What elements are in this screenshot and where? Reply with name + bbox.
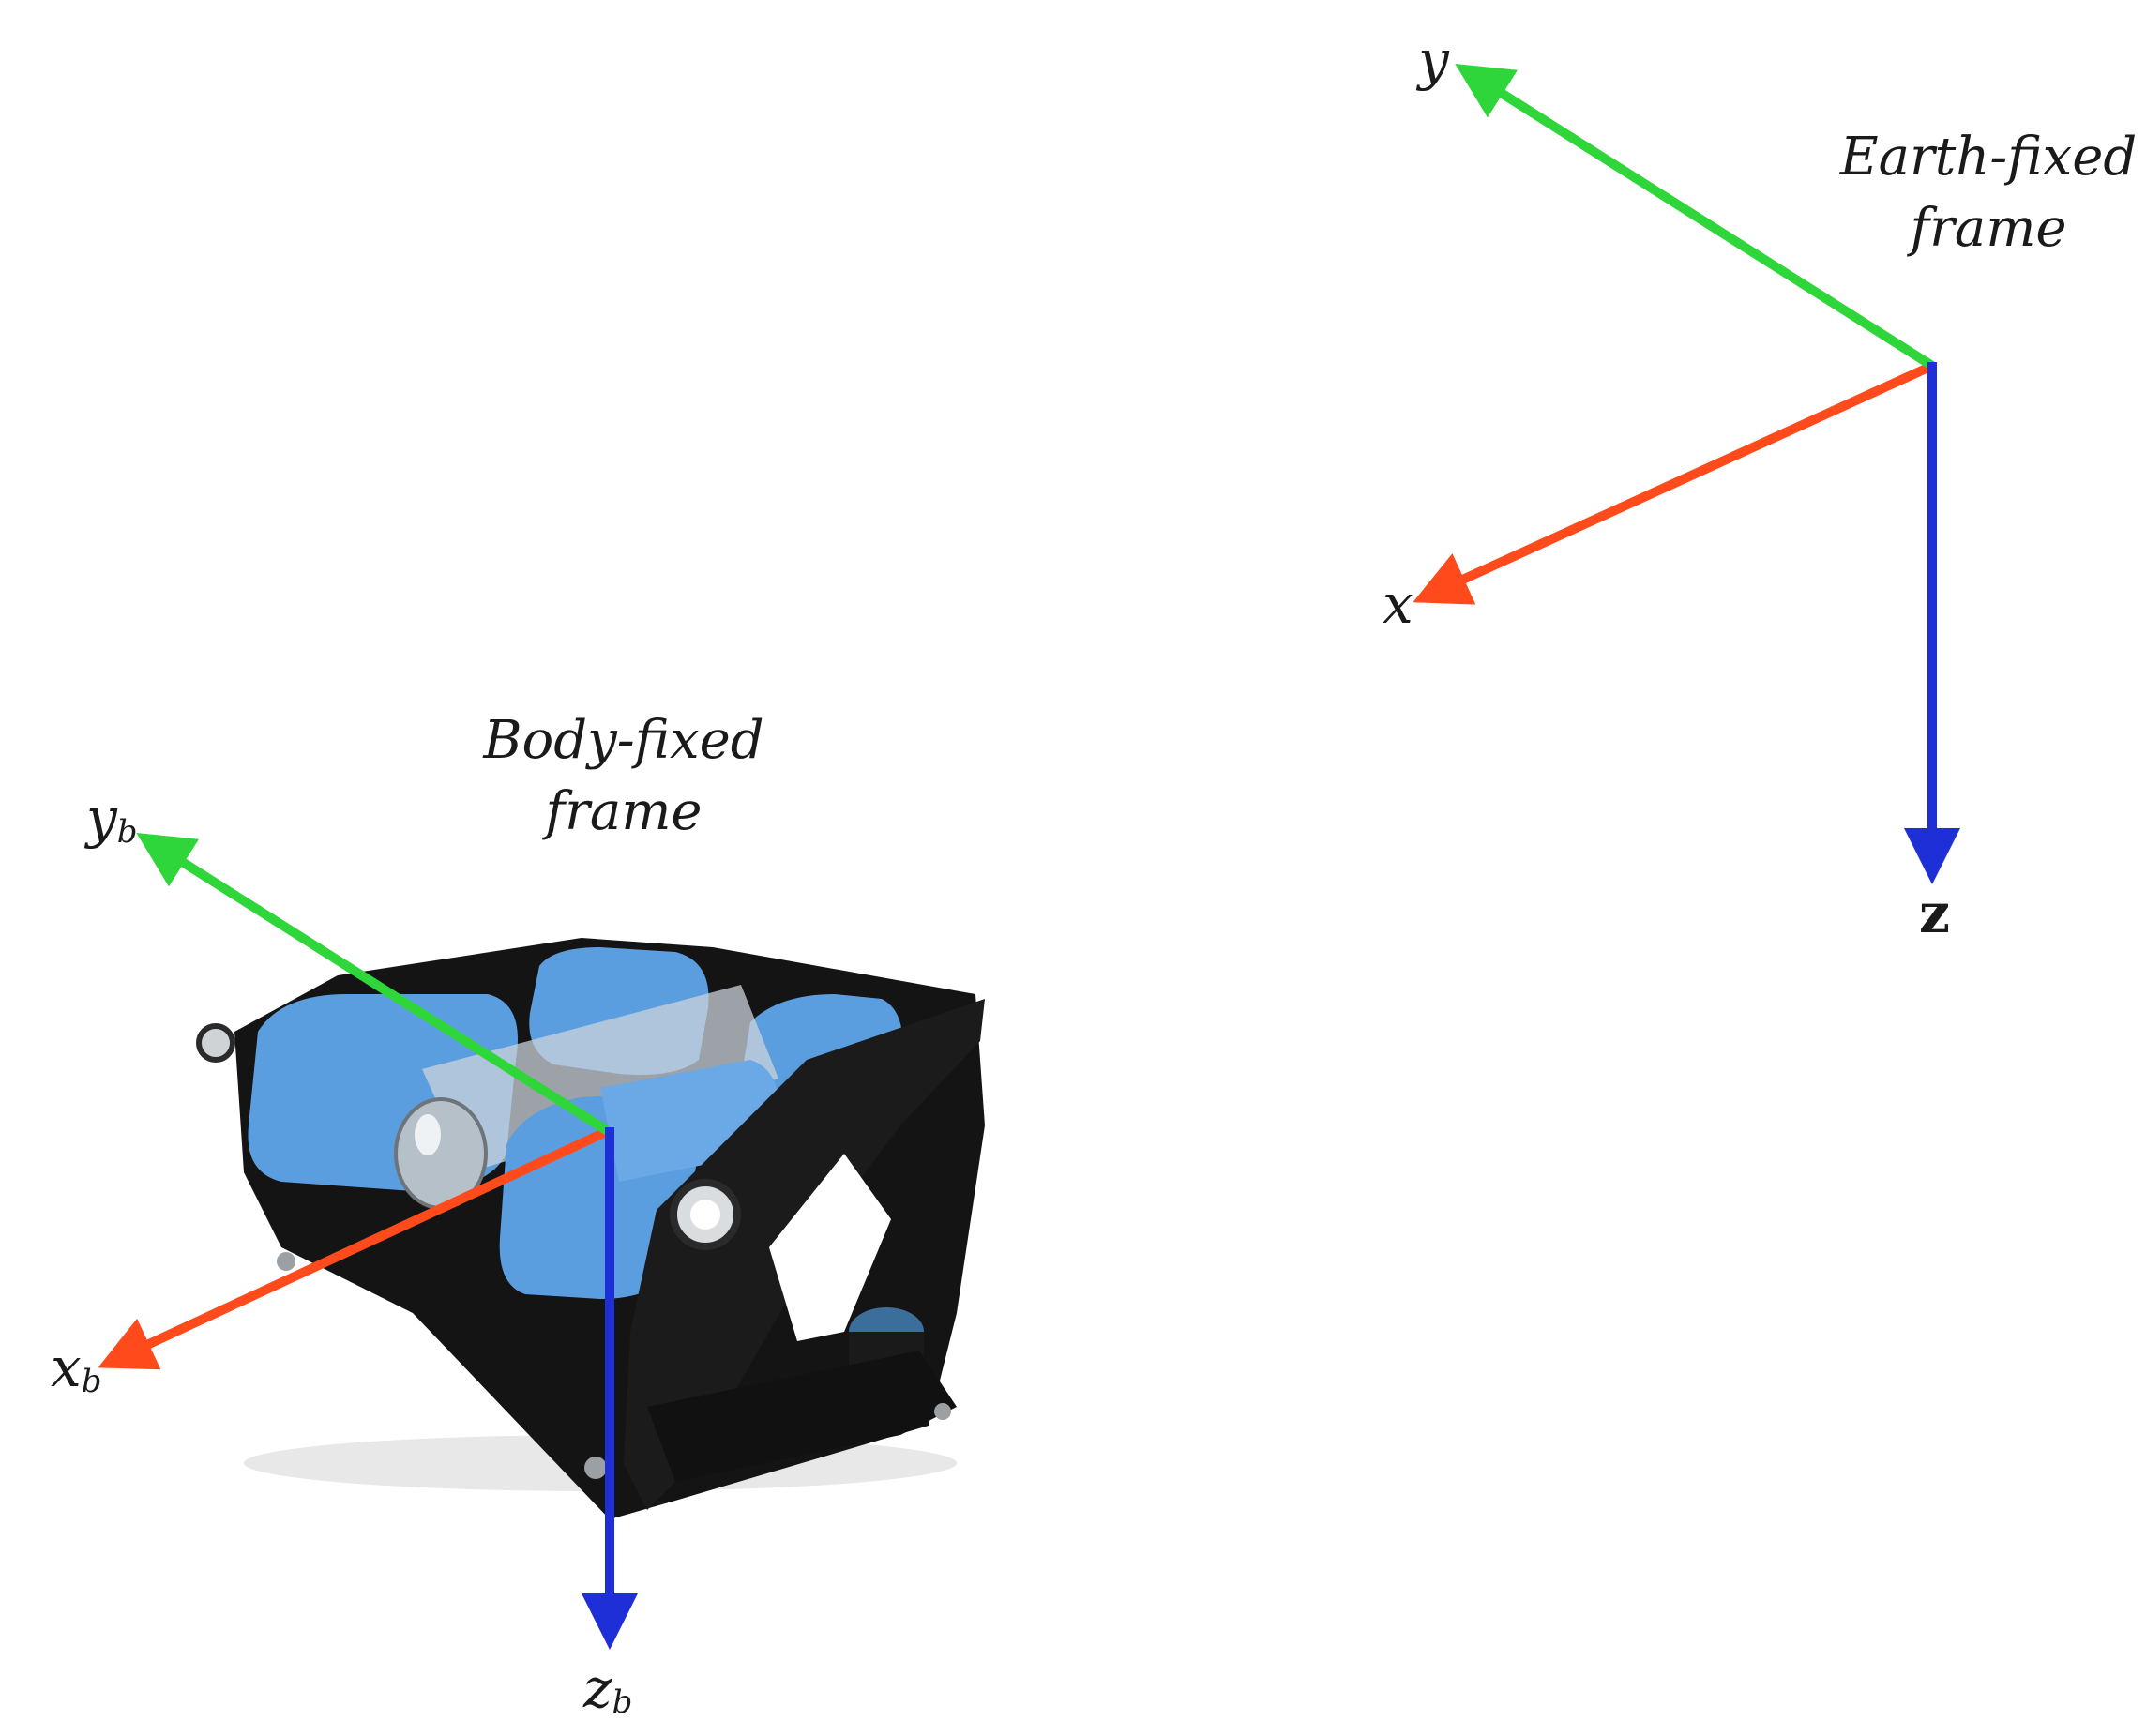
body-frame-title-line2: frame	[545, 781, 703, 842]
earth-y-label: y	[1418, 28, 1449, 92]
earth-frame-axes	[1413, 63, 1960, 884]
earth-x-axis	[1413, 361, 1935, 605]
body-x-label-main: x	[51, 1336, 82, 1399]
rov-bolt	[277, 1252, 295, 1271]
body-x-label-sub: b	[81, 1363, 102, 1400]
body-x-axis	[98, 1126, 611, 1370]
body-frame-title-line1: Body-fixed	[483, 710, 764, 771]
rov-acrylic-tube	[422, 985, 778, 1172]
rov-front-light-lens	[690, 1200, 720, 1230]
earth-z-label: z	[1919, 882, 1950, 945]
body-z-label: zb	[583, 1656, 632, 1721]
body-z-label-main: z	[583, 1656, 612, 1720]
body-frame-title: Body-fixed frame	[469, 705, 778, 848]
rov-front-right-panel	[600, 1060, 778, 1182]
rov-bottom-skid	[647, 1351, 957, 1482]
body-x-label: xb	[51, 1336, 101, 1400]
rov-bolt	[584, 1457, 607, 1479]
rov-illustration	[196, 938, 985, 1519]
rov-bolt	[934, 1403, 951, 1420]
rov-frame-cutout	[769, 1154, 891, 1341]
body-y-label: yb	[86, 786, 138, 851]
body-frame-axes	[98, 832, 638, 1650]
earth-frame-title: Earth-fixed frame	[1838, 122, 2138, 264]
body-y-label-main: y	[86, 786, 117, 850]
earth-x-label: x	[1383, 572, 1413, 636]
earth-y-axis	[1455, 63, 1935, 370]
rov-rear-light	[196, 1023, 235, 1063]
body-y-label-sub: b	[116, 813, 138, 851]
body-y-axis	[136, 832, 611, 1136]
rov-dome-highlight	[415, 1114, 441, 1155]
earth-frame-title-line1: Earth-fixed	[1839, 127, 2138, 188]
earth-frame-title-line2: frame	[1910, 198, 2067, 259]
body-z-label-sub: b	[612, 1683, 633, 1721]
